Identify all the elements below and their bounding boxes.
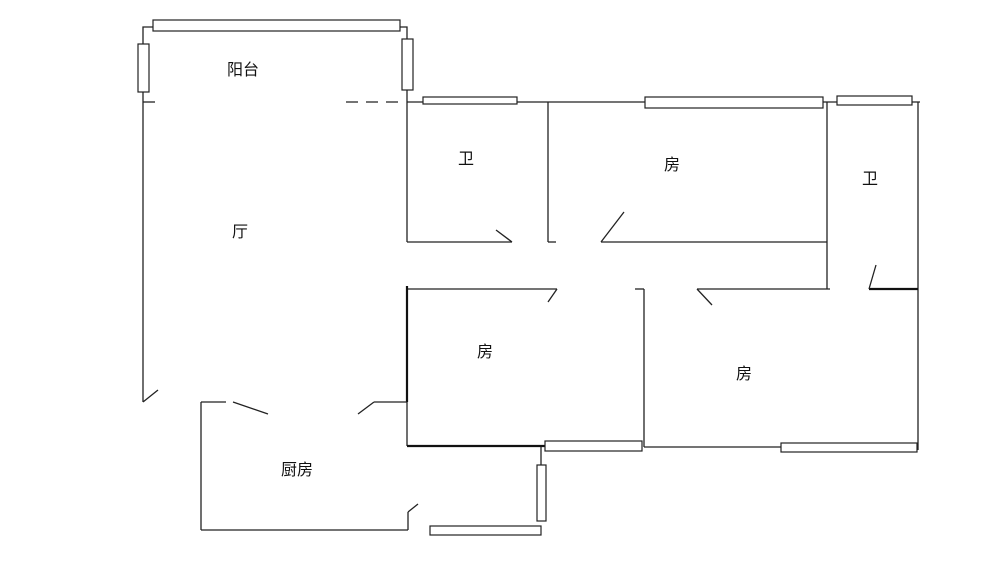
room-label-bedroom-3: 房 (735, 364, 753, 383)
room-label-bedroom-1: 房 (663, 155, 681, 174)
windows (137, 19, 918, 536)
doors (142, 211, 877, 513)
room-label-balcony: 阳台 (226, 60, 260, 79)
room-label-kitchen: 厨房 (280, 460, 314, 479)
room-label-bathroom-1: 卫 (457, 149, 475, 168)
room-label-living-room: 厅 (231, 222, 249, 241)
room-label-bedroom-2: 房 (476, 342, 494, 361)
room-label-bathroom-2: 卫 (861, 169, 879, 188)
